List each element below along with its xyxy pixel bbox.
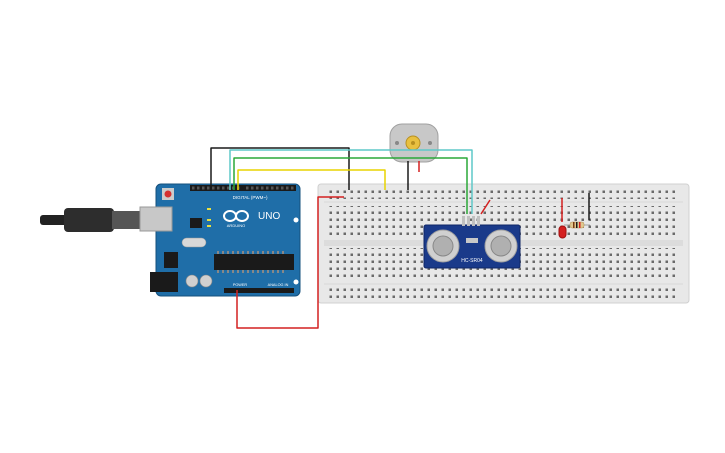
resistor-band-2 [576,222,578,228]
arduino-brand-label: ARDUINO [227,223,245,228]
resistor-band-1 [573,222,575,228]
analog-header-label: ANALOG IN [268,283,289,287]
mount-hole-2 [293,279,299,285]
led-body [558,225,567,239]
motor-shaft [411,141,415,145]
ultrasonic-sensor[interactable]: HC-SR04 [423,216,521,269]
board-led-l [207,208,211,210]
chip-small [190,218,202,228]
wire-yellow[interactable] [237,169,386,190]
atmega-chip [214,254,294,270]
sensor-pins [462,216,480,226]
usb-cable-end [40,215,68,225]
wire-red-jumper[interactable] [480,199,491,215]
arduino-model-label: UNO [258,211,280,222]
power-header-label: POWER [233,283,248,287]
usb-plug-neck [112,211,142,229]
digital-header-pins [192,186,294,190]
resistor-band-3 [579,222,581,228]
wire-red-power[interactable] [236,196,344,329]
board-led-tx [207,219,211,221]
reset-button-cap [164,190,172,198]
capacitor-2 [199,274,213,288]
usb-jack [139,206,173,232]
capacitor-1 [185,274,199,288]
arduino-infinity-logo-icon [223,210,249,222]
usb-cable[interactable] [40,208,142,232]
usb-plug-body [64,208,114,232]
bottom-power-rail-holes [328,288,678,298]
voltage-regulator [164,252,178,268]
crystal-oscillator [181,237,207,248]
top-power-rail-holes [328,189,678,199]
digital-header [190,185,296,191]
wires [210,147,590,329]
arduino-uno-board[interactable]: DIGITAL (PWM~) ARDUINO UNO [139,183,301,297]
motor-screw-left [395,141,399,145]
dc-motor[interactable] [389,123,439,163]
sensor-receiver-mesh [490,235,512,257]
led[interactable] [558,225,567,239]
wire-black[interactable] [210,147,350,190]
wire-green[interactable] [233,157,468,214]
digital-header-label: DIGITAL (PWM~) [233,195,268,200]
motor-screw-right [428,141,432,145]
sensor-model-label: HC-SR04 [461,258,483,264]
power-analog-header [224,288,294,293]
atmega-chip-pins [217,251,284,273]
board-led-rx [207,225,211,227]
resistor[interactable] [564,221,590,229]
sensor-crystal [466,238,478,243]
sensor-transmitter-mesh [432,235,454,257]
mount-hole-1 [293,217,299,223]
wire-teal[interactable] [229,149,473,214]
dc-power-jack [150,272,178,292]
